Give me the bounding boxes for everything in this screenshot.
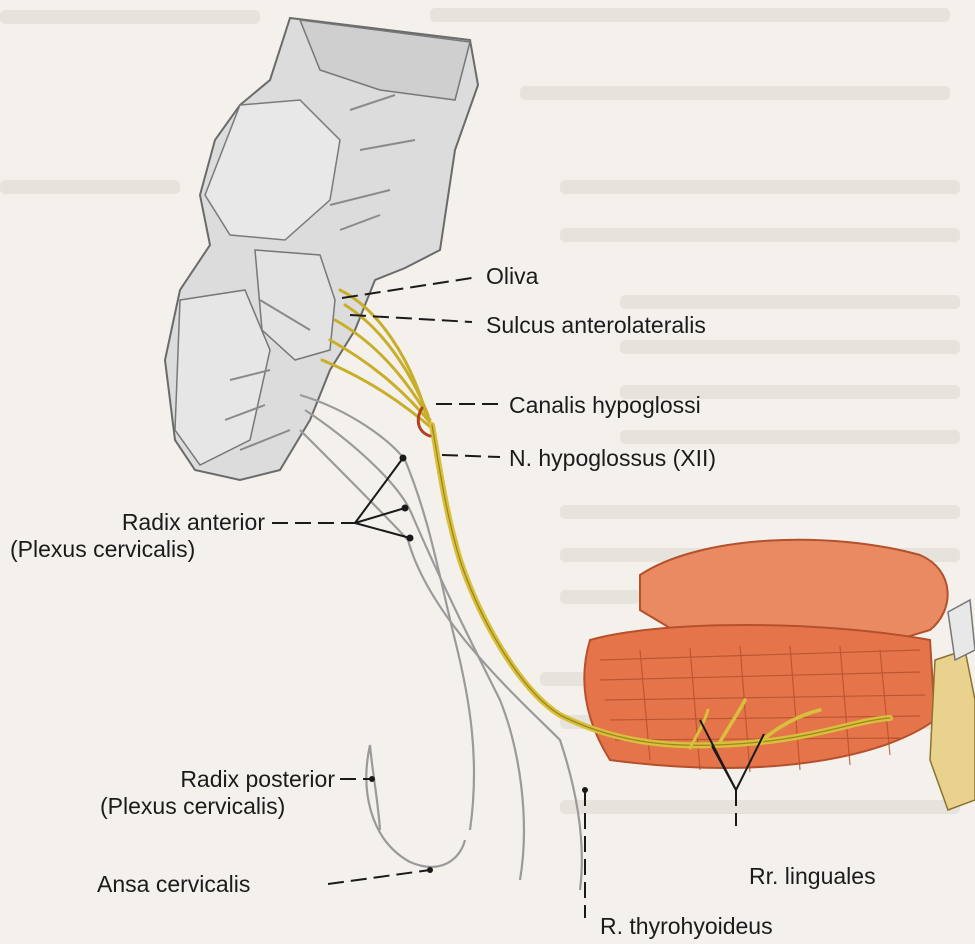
label-radix-posterior: Radix posterior	[180, 765, 335, 793]
label-sulcus-anterolateralis: Sulcus anterolateralis	[486, 311, 706, 339]
label-ansa-cervicalis: Ansa cervicalis	[97, 870, 250, 898]
label-oliva: Oliva	[486, 262, 538, 290]
label-rr-linguales: Rr. linguales	[749, 862, 876, 890]
label-r-thyrohyoideus: R. thyrohyoideus	[600, 912, 773, 940]
label-radix-anterior: Radix anterior	[122, 508, 265, 536]
mandible-fragment	[930, 600, 975, 810]
label-n-hypoglossus: N. hypoglossus (XII)	[509, 444, 716, 472]
brainstem	[165, 18, 478, 480]
label-canalis-hypoglossi: Canalis hypoglossi	[509, 391, 701, 419]
label-radix-posterior-sub: (Plexus cervicalis)	[100, 792, 285, 820]
label-radix-anterior-sub: (Plexus cervicalis)	[10, 535, 195, 563]
